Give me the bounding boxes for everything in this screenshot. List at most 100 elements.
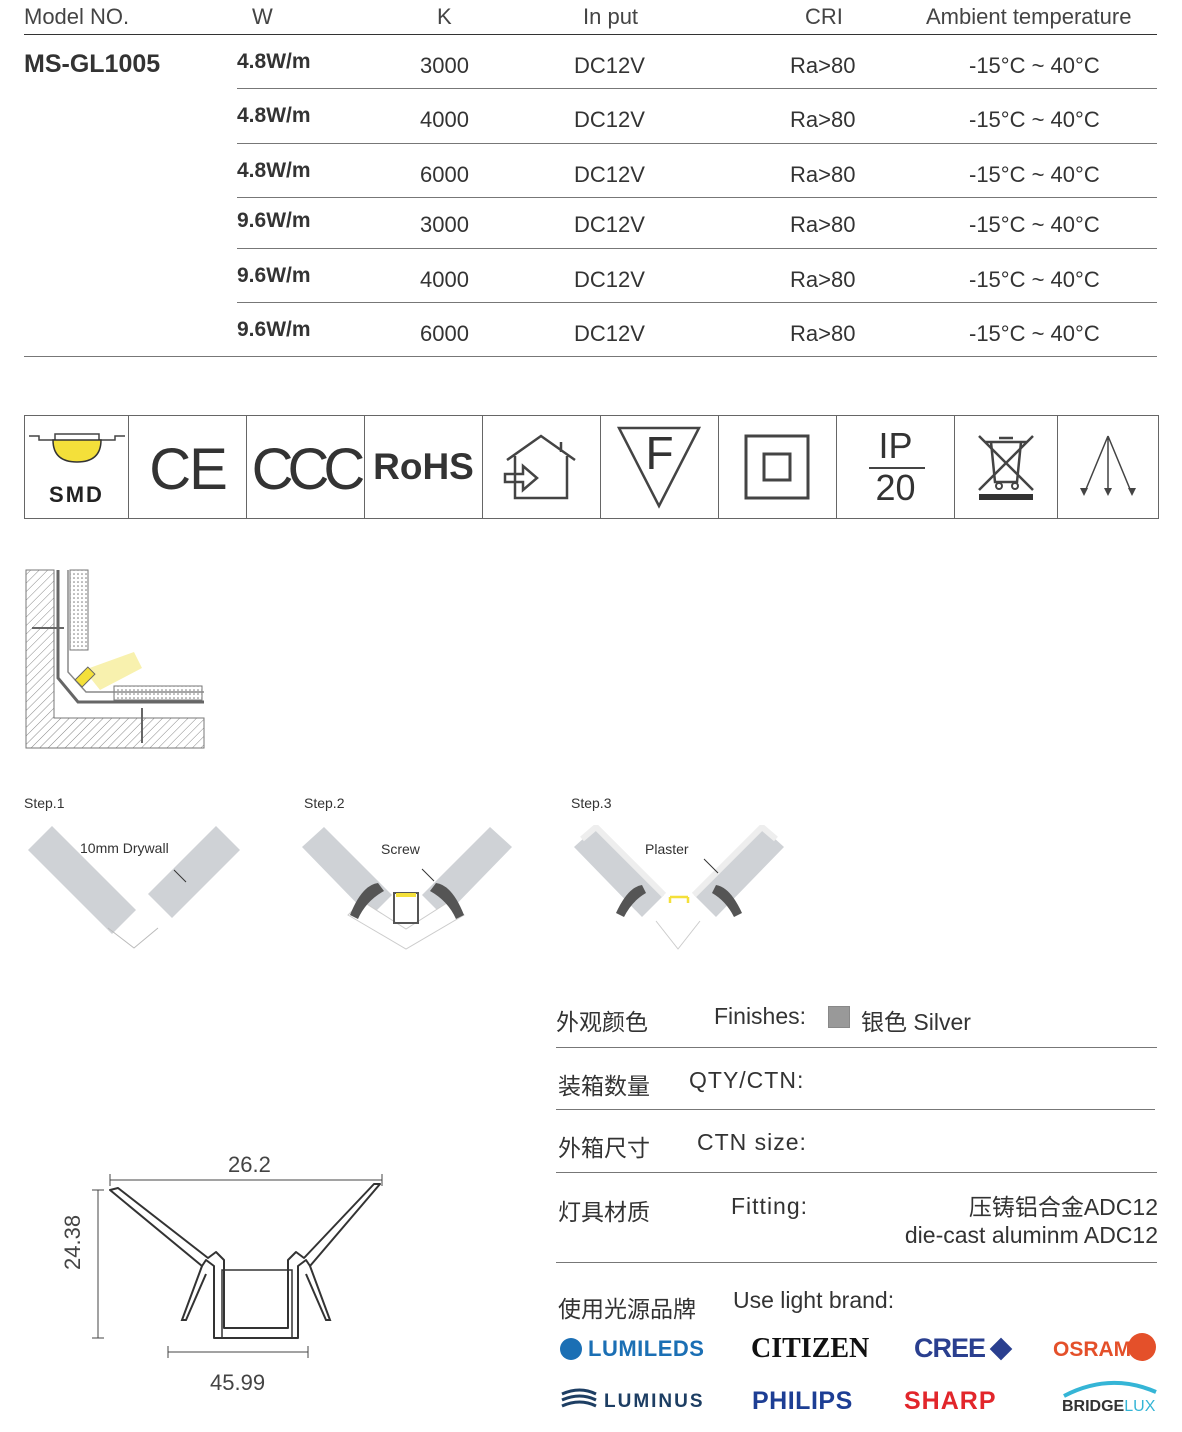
ce-label: CE (149, 437, 228, 502)
step-1-note: 10mm Drywall (80, 840, 169, 856)
f-mark-icon: F (601, 416, 719, 518)
cell-cri: Ra>80 (790, 212, 856, 237)
ccc-mark-icon: CCC (247, 416, 365, 518)
silver-swatch (828, 1006, 850, 1028)
cell-input: DC12V (574, 267, 645, 292)
brand-label-en: Use light brand: (733, 1287, 895, 1313)
cell-k: 6000 (420, 321, 469, 346)
weee-bin-icon (955, 416, 1058, 518)
row-rule (237, 302, 1157, 303)
smd-icon: SMD (25, 416, 129, 518)
ccc-label: CCC (251, 437, 366, 502)
dim-top: 26.2 (228, 1152, 271, 1177)
brand-sharp: SHARP (904, 1387, 997, 1415)
finish-value: 银色 Silver (861, 1009, 971, 1035)
ctn-label-en: CTN size: (697, 1129, 807, 1155)
info-rule (556, 1262, 1157, 1263)
row-rule (237, 197, 1157, 198)
row-rule (237, 248, 1157, 249)
ce-mark-icon: CE (129, 416, 247, 518)
ip-divider (869, 467, 925, 469)
bridgelux-bold: BRIDGE (1062, 1398, 1125, 1415)
cell-w: 9.6W/m (237, 264, 311, 287)
row-rule (237, 88, 1157, 89)
class-ii-icon (719, 416, 837, 518)
finish-label-cn: 外观颜色 (556, 1009, 648, 1035)
header-w: W (252, 4, 273, 29)
luminus-logo-icon (560, 1388, 598, 1412)
cell-temp: -15°C ~ 40°C (969, 107, 1100, 132)
brand-cree: CREE (914, 1333, 986, 1363)
fitting-label-en: Fitting: (731, 1193, 809, 1219)
step-1-drawing (28, 826, 240, 949)
step-2-label: Step.2 (304, 795, 345, 811)
cell-w: 4.8W/m (237, 50, 311, 73)
beam-angle-icon (1058, 416, 1158, 518)
fitting-value-cn: 压铸铝合金ADC12 (968, 1194, 1158, 1220)
step-2-note: Screw (381, 841, 420, 857)
cell-k: 3000 (420, 212, 469, 237)
cell-cri: Ra>80 (790, 321, 856, 346)
cell-input: DC12V (574, 107, 645, 132)
certification-strip: SMD CE CCC RoHS F IP 20 (24, 415, 1159, 519)
cell-input: DC12V (574, 162, 645, 187)
cell-k: 4000 (420, 107, 469, 132)
brand-luminus: LUMINUS (604, 1391, 705, 1412)
cell-k: 3000 (420, 53, 469, 78)
cell-cri: Ra>80 (790, 162, 856, 187)
header-rule (24, 34, 1157, 35)
corner-installation-diagram (24, 568, 206, 755)
cell-input: DC12V (574, 53, 645, 78)
cell-temp: -15°C ~ 40°C (969, 162, 1100, 187)
ip-rating: 20 (875, 467, 916, 508)
cell-k: 4000 (420, 267, 469, 292)
cell-cri: Ra>80 (790, 267, 856, 292)
profile-drawing (92, 1174, 383, 1358)
table-bottom-rule (24, 356, 1157, 357)
cell-temp: -15°C ~ 40°C (969, 267, 1100, 292)
cell-w: 9.6W/m (237, 209, 311, 232)
brand-label-cn: 使用光源品牌 (558, 1296, 696, 1322)
cell-w: 9.6W/m (237, 318, 311, 341)
bridgelux-arc-icon (1063, 1381, 1157, 1398)
dim-height: 24.38 (60, 1214, 85, 1270)
dim-bottom: 45.99 (210, 1370, 266, 1395)
model-number: MS-GL1005 (24, 50, 161, 78)
ip20-icon: IP 20 (837, 416, 955, 518)
cell-w: 4.8W/m (237, 159, 311, 182)
step-3-note: Plaster (645, 841, 689, 857)
brand-osram: OSRAM (1053, 1338, 1132, 1361)
cell-temp: -15°C ~ 40°C (969, 212, 1100, 237)
f-label: F (645, 427, 674, 479)
ip-label: IP (878, 425, 913, 466)
fitting-label-cn: 灯具材质 (558, 1199, 650, 1225)
finish-label-en: Finishes: (714, 1003, 807, 1029)
header-model: Model NO. (24, 4, 130, 29)
cell-input: DC12V (574, 321, 645, 346)
cell-temp: -15°C ~ 40°C (969, 53, 1100, 78)
header-temp: Ambient temperature (926, 4, 1132, 29)
cell-cri: Ra>80 (790, 107, 856, 132)
step-3-drawing (574, 825, 784, 950)
step-1-label: Step.1 (24, 795, 65, 811)
cell-w: 4.8W/m (237, 104, 311, 127)
row-rule (237, 143, 1157, 144)
brand-lumileds: LUMILEDS (588, 1336, 705, 1361)
info-rule (556, 1047, 1157, 1048)
step-2-drawing (302, 827, 512, 950)
cell-temp: -15°C ~ 40°C (969, 321, 1100, 346)
osram-bulb-icon (1128, 1333, 1156, 1361)
brand-philips: PHILIPS (752, 1387, 853, 1415)
cell-cri: Ra>80 (790, 53, 856, 78)
header-cri: CRI (805, 4, 843, 29)
rohs-label: RoHS (373, 446, 474, 487)
info-rule (556, 1172, 1157, 1173)
qty-label-en: QTY/CTN: (689, 1067, 805, 1093)
cell-input: DC12V (574, 212, 645, 237)
brand-bridgelux: BRIDGELUX (1062, 1398, 1155, 1416)
qty-label-cn: 装箱数量 (558, 1073, 650, 1099)
ctn-label-cn: 外箱尺寸 (558, 1135, 650, 1161)
lumileds-logo-icon (560, 1338, 582, 1360)
header-k: K (437, 4, 452, 29)
smd-label: SMD (49, 482, 104, 507)
